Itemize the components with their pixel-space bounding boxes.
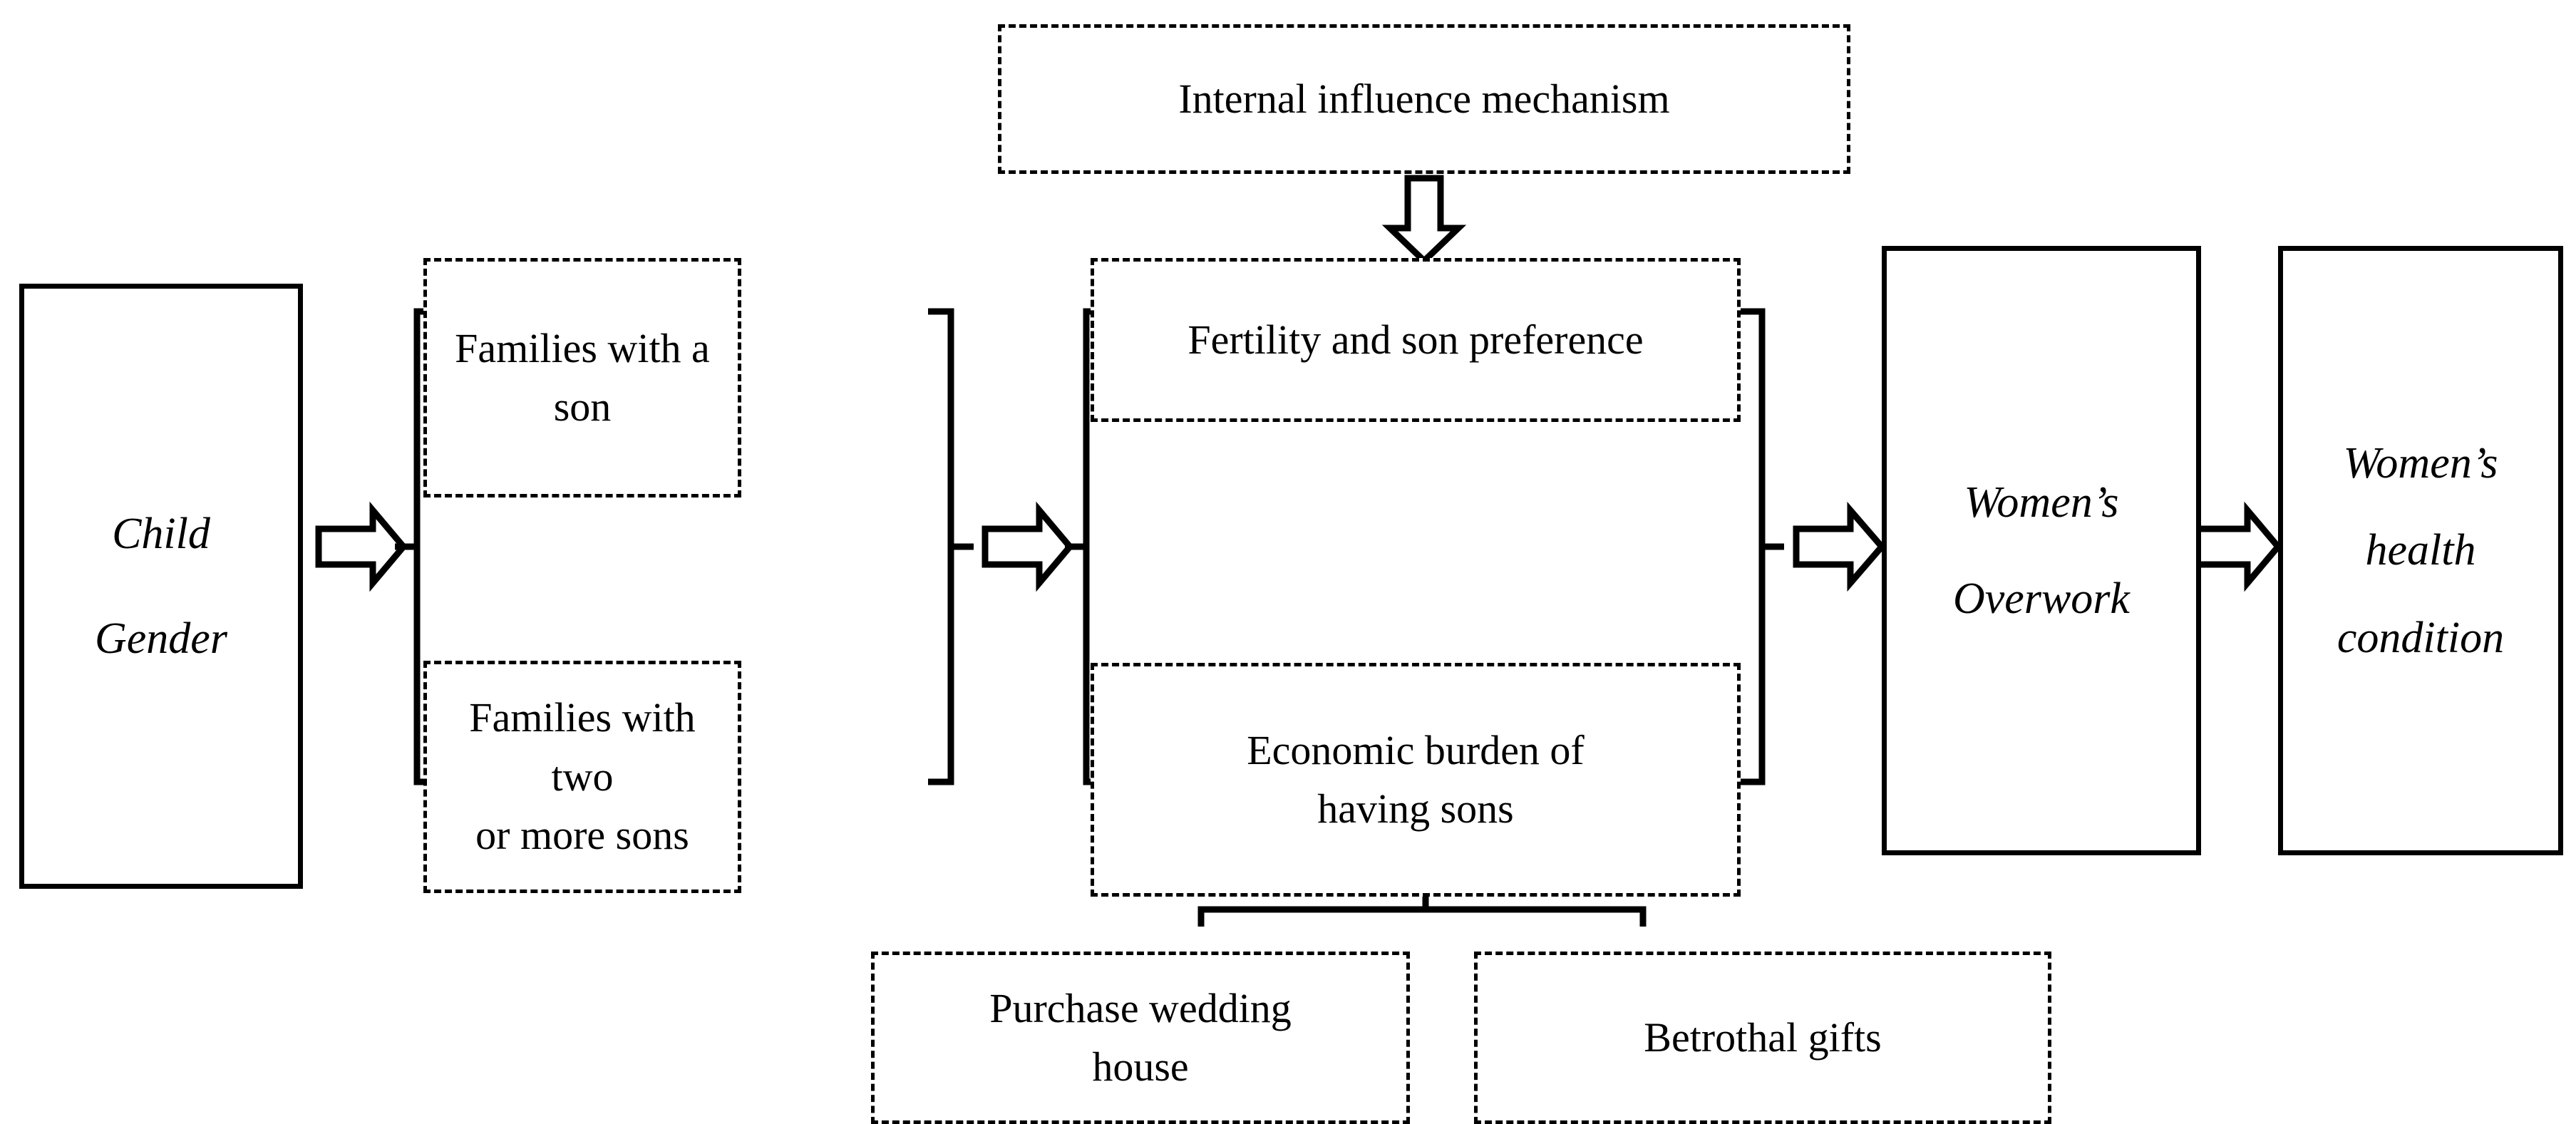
node-economic-burden-of-having-sons-label: Economic burden of having sons [1247, 726, 1585, 832]
node-betrothal-gifts[interactable]: Betrothal gifts [1474, 952, 2051, 1124]
node-child-gender[interactable]: Child Gender [19, 284, 303, 889]
bracket-families-right-icon [928, 308, 974, 785]
node-child-gender-label: Child Gender [95, 510, 227, 663]
node-families-with-two-or-more-sons-label: Families with two or more sons [469, 694, 696, 859]
node-betrothal-gifts-label: Betrothal gifts [1644, 1014, 1882, 1061]
bracket-economic-burden-children-icon [1197, 897, 1647, 927]
node-fertility-and-son-preference-label: Fertility and son preference [1187, 316, 1644, 363]
node-womens-health-condition-label: Women’s health condition [2337, 439, 2505, 662]
arrow-fertility-to-overwork-icon [1793, 501, 1886, 592]
node-families-with-two-or-more-sons[interactable]: Families with two or more sons [423, 661, 741, 893]
node-internal-influence-mechanism-label: Internal influence mechanism [1178, 75, 1670, 122]
arrow-overwork-to-health-icon [2190, 501, 2282, 592]
bracket-fertility-right-icon [1739, 308, 1784, 785]
node-purchase-wedding-house-label: Purchase wedding house [989, 984, 1292, 1090]
arrow-families-to-fertility-icon [982, 501, 1074, 592]
arrow-child-gender-to-families-icon [315, 501, 408, 592]
node-internal-influence-mechanism[interactable]: Internal influence mechanism [998, 24, 1850, 174]
arrow-mechanism-to-fertility-icon [1381, 175, 1467, 266]
node-womens-overwork-label: Women’s Overwork [1953, 478, 2130, 623]
node-families-with-a-son[interactable]: Families with a son [423, 258, 741, 497]
node-womens-overwork[interactable]: Women’s Overwork [1882, 246, 2201, 855]
node-economic-burden-of-having-sons[interactable]: Economic burden of having sons [1091, 663, 1741, 897]
node-purchase-wedding-house[interactable]: Purchase wedding house [871, 952, 1410, 1124]
node-fertility-and-son-preference[interactable]: Fertility and son preference [1091, 258, 1741, 422]
node-womens-health-condition[interactable]: Women’s health condition [2278, 246, 2563, 855]
node-families-with-a-son-label: Families with a son [455, 324, 710, 430]
